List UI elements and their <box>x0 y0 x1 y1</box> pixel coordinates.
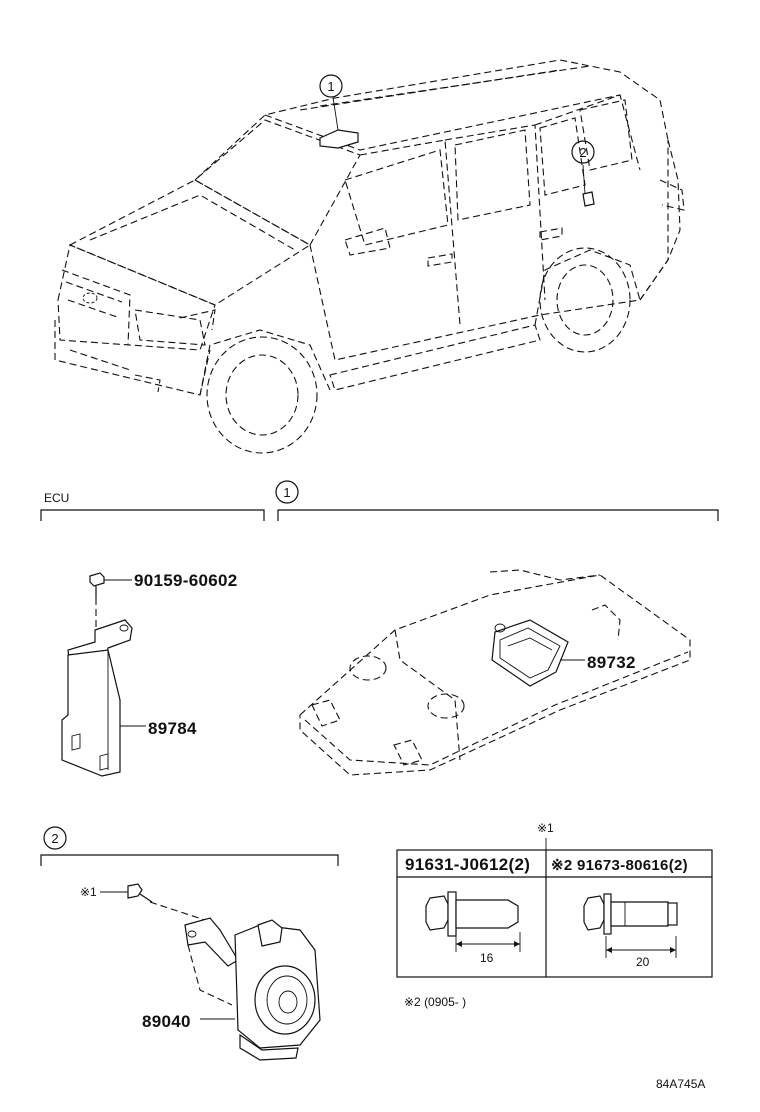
table-col2-header: ※2 91673-80616(2) <box>551 857 688 874</box>
section-2-title: 2 <box>51 831 58 846</box>
section-ecu: ECU <box>40 491 265 521</box>
ecu-section-title: ECU <box>44 491 69 505</box>
part-89784: 89784 <box>148 719 197 738</box>
siren-sensor-group: ※1 89040 <box>80 883 321 1061</box>
section-1: 1 <box>275 480 719 521</box>
callout-circle-2 <box>571 140 595 164</box>
table-col1-dim: 16 <box>480 951 494 965</box>
part-89040: 89040 <box>142 1012 191 1031</box>
bolt-mark-1: ※1 <box>80 885 97 899</box>
bolt-spec-table: ※1 91631-J0612(2) ※2 91673-80616(2) 16 <box>396 821 713 978</box>
section-2: 2 <box>40 826 339 866</box>
section-1-title: 1 <box>283 485 290 500</box>
roof-console-group: 89732 <box>299 569 691 776</box>
vehicle-illustration: 1 2 <box>54 59 685 454</box>
table-col1-header: 91631-J0612(2) <box>405 855 530 874</box>
table-mark: ※1 <box>537 821 554 835</box>
part-90159-60602: 90159-60602 <box>134 571 238 590</box>
callout-circle-1 <box>319 74 343 98</box>
callout-2-label: 2 <box>579 145 586 160</box>
bolt-91673-drawing: 20 <box>583 893 678 969</box>
table-col2-dim: 20 <box>636 955 650 969</box>
part-89732: 89732 <box>587 653 636 672</box>
figure-code: 84A745A <box>656 1077 705 1091</box>
bolt-91631-drawing: 16 <box>425 891 521 965</box>
footnote: ※2 (0905- ) <box>404 995 466 1009</box>
callout-1-label: 1 <box>327 79 334 94</box>
ecu-bracket-group: 90159-60602 89784 <box>61 571 238 777</box>
